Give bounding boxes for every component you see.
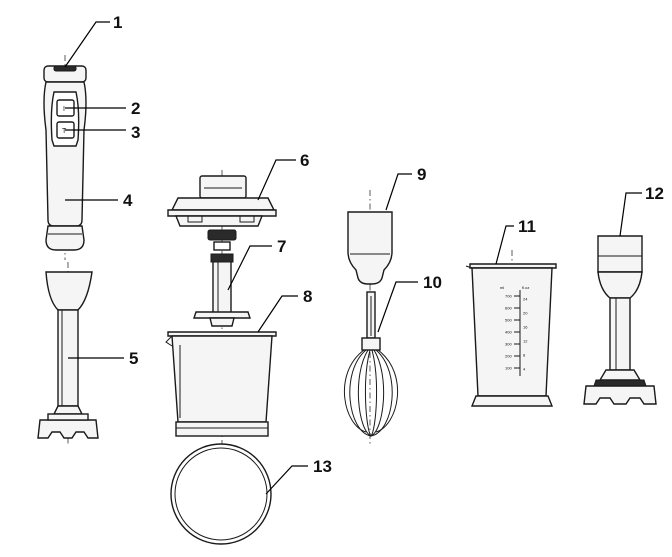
part-number-7: 7 [277,237,286,256]
scale-unit-right: fl.oz [522,285,529,290]
scale-ml-label: 400 [505,330,512,335]
scale-ml-label: 500 [505,318,512,323]
part-number-4: 4 [123,191,133,210]
scale-unit-left: ml [500,285,504,290]
scale-floz-label: 24 [523,297,528,302]
part-number-11: 11 [518,217,536,236]
scale-ml-label: 100 [505,366,512,371]
potato-masher [583,235,657,405]
part-number-1: 1 [113,13,122,32]
leader-lines [64,21,642,495]
beaker-scale: ml fl.oz 700 600 500 400 300 200 100 24 20 16 12 8… [500,285,529,372]
scale-ml-label: 600 [505,306,512,311]
part-number-8: 8 [303,287,312,306]
scale-floz-label: 12 [523,339,528,344]
part-number-labels: 1 2 3 4 5 6 7 8 9 10 11 12 13 [113,13,664,476]
scale-ml-label: 700 [505,294,512,299]
part-number-12: 12 [645,184,664,203]
part-number-5: 5 [129,349,138,368]
whisk [343,291,399,437]
motor-body: I T [43,55,87,260]
chopper-lid [167,170,277,445]
chopper-blade [193,229,251,327]
non-slip-base [170,443,272,545]
part-number-13: 13 [313,457,332,476]
part-number-9: 9 [417,165,426,184]
scale-ml-label: 200 [505,354,512,359]
scale-floz-label: 8 [523,353,526,358]
scale-floz-label: 16 [523,325,528,330]
part-number-2: 2 [131,99,140,118]
part-number-6: 6 [300,151,309,170]
part-number-3: 3 [131,123,140,142]
scale-floz-label: 4 [523,367,526,372]
speed-button-mark: I [63,106,65,113]
blending-shaft [37,262,99,445]
turbo-button-mark: T [62,128,67,135]
scale-floz-label: 20 [523,311,528,316]
part-number-10: 10 [423,273,442,292]
scale-ml-label: 300 [505,342,512,347]
chopper-bowl [165,331,277,437]
measuring-beaker: ml fl.oz 700 600 500 400 300 200 100 24 20 16 12 8… [465,250,557,407]
